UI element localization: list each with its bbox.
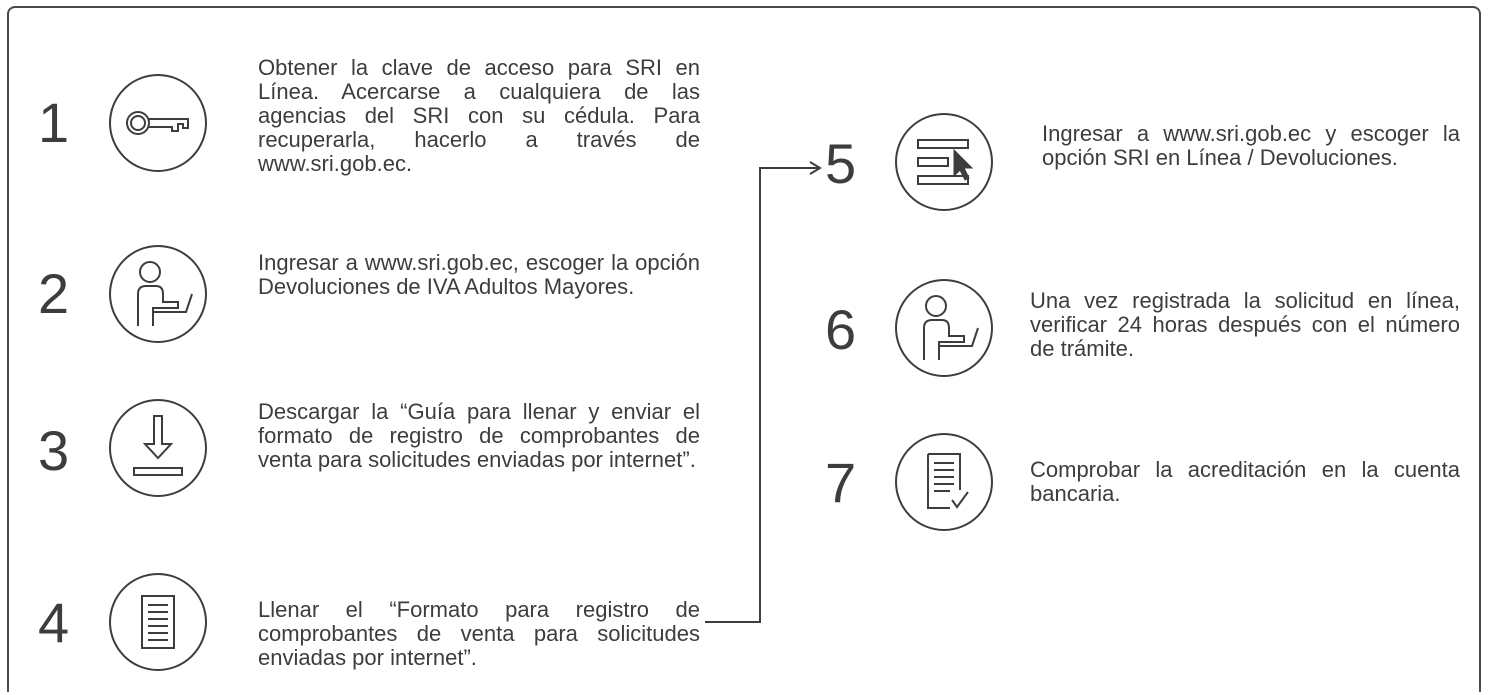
step-number: 2 <box>38 262 70 325</box>
key-icon <box>108 73 208 173</box>
step-number: 7 <box>825 451 857 514</box>
download-icon <box>108 398 208 498</box>
step-text: Una vez registrada la solicitud en línea… <box>1030 288 1460 361</box>
user-laptop-icon <box>108 244 208 344</box>
user-laptop-icon <box>894 278 994 378</box>
step-number: 3 <box>38 419 70 482</box>
step-text: Obtener la clave de acceso para SRI en L… <box>258 55 700 176</box>
step-text: Descargar la “Guía para llenar y enviar … <box>258 399 700 472</box>
step-number: 4 <box>38 591 70 654</box>
step-text: Ingresar a www.sri.gob.ec y escoger la o… <box>1042 121 1460 170</box>
step-number: 6 <box>825 298 857 361</box>
step-text: Llenar el “Formato para registro de comp… <box>258 597 700 670</box>
diagram-frame <box>7 6 1481 692</box>
document-icon <box>108 572 208 672</box>
step-text: Comprobar la acreditación en la cuenta b… <box>1030 457 1460 506</box>
menu-cursor-icon <box>894 112 994 212</box>
step-number: 5 <box>825 132 857 195</box>
step-text: Ingresar a www.sri.gob.ec, escoger la op… <box>258 250 700 299</box>
step-number: 1 <box>38 91 70 154</box>
document-check-icon <box>894 432 994 532</box>
